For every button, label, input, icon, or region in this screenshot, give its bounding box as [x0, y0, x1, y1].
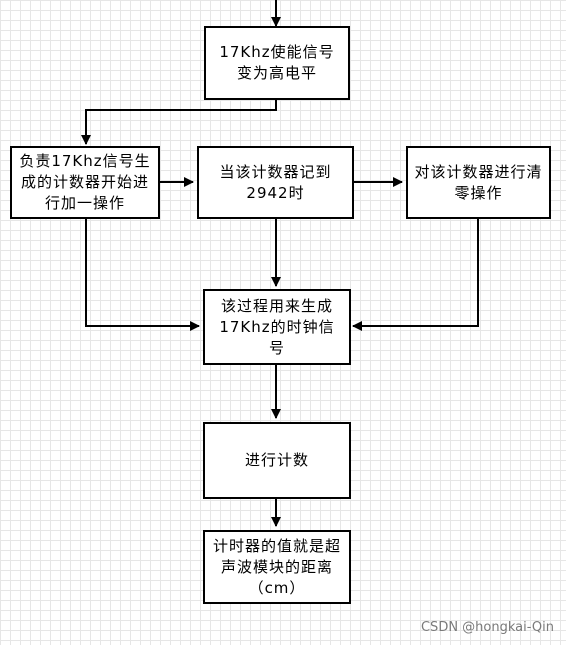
node-counter-reach-label: 当该计数器记到2942时	[219, 162, 332, 202]
edge-clear-to-clock	[352, 219, 479, 331]
node-counter-increment: 负责17Khz信号生成的计数器开始进行加一操作	[10, 146, 160, 219]
node-counting: 进行计数	[203, 422, 351, 499]
node-clock-generation: 该过程用来生成17Khz的时钟信号	[203, 289, 351, 365]
edge-enable-to-counter	[81, 100, 277, 145]
node-enable-signal-label: 17Khz使能信号变为高电平	[219, 43, 335, 82]
node-counter-increment-label: 负责17Khz信号生成的计数器开始进行加一操作	[19, 152, 151, 212]
node-counter-clear-label: 对该计数器进行清零操作	[414, 162, 543, 202]
csdn-watermark: CSDN @hongkai-Qin	[420, 620, 554, 635]
edge-counter-to-clock	[85, 219, 200, 331]
node-counter-reach: 当该计数器记到2942时	[197, 146, 354, 219]
node-distance-result-label: 计时器的值就是超声波模块的距离（cm）	[213, 536, 342, 597]
node-clock-generation-label: 该过程用来生成17Khz的时钟信号	[219, 296, 335, 357]
node-enable-signal: 17Khz使能信号变为高电平	[204, 26, 350, 100]
node-counting-label: 进行计数	[244, 451, 309, 469]
node-distance-result: 计时器的值就是超声波模块的距离（cm）	[203, 530, 351, 604]
node-counter-clear: 对该计数器进行清零操作	[406, 146, 551, 219]
